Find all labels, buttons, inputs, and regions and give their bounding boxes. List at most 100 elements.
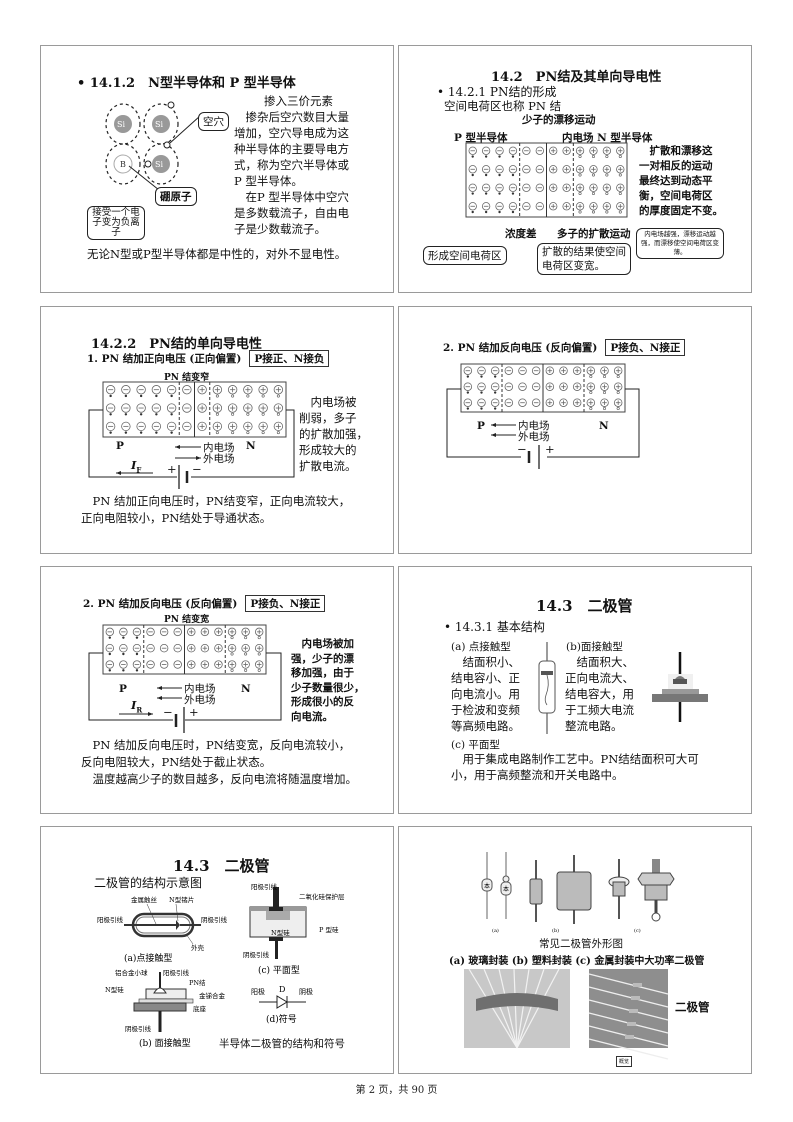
- bias-heading-row: 2. PN 结加反向电压 (反向偏置) P接负、N接正: [443, 339, 686, 356]
- positive-ion: [255, 643, 264, 653]
- bottom-text-1: PN 结加正向电压时，PN结变窄，正向电流较大，: [81, 494, 351, 508]
- negative-ion: [463, 398, 473, 407]
- positive-ion: [227, 403, 238, 413]
- positive-ion: [559, 382, 568, 391]
- label: PN结: [189, 978, 206, 987]
- label: 阳极: [251, 987, 265, 996]
- positive-ion: [214, 660, 223, 669]
- electron: [616, 375, 620, 379]
- positive-ion: [613, 366, 623, 375]
- negative-ion: [468, 202, 477, 211]
- positive-ion: [214, 627, 223, 637]
- negative-ion: [132, 643, 142, 653]
- label: P 型硅: [319, 925, 339, 934]
- electron: [244, 668, 248, 672]
- page-footer: 第 2 页，共 90 页: [355, 1085, 438, 1096]
- electron: [603, 391, 607, 395]
- electron: [618, 155, 622, 159]
- label: D: [279, 985, 285, 994]
- pkg-label: (c): [634, 927, 641, 934]
- negative-ion: [477, 382, 486, 391]
- positive-ion: [545, 366, 555, 375]
- electron: [605, 192, 609, 196]
- pn-junction-diagram: [102, 381, 287, 438]
- junction-contact-text: 结面积大、正向电流大、结电容大，用于工频大电流整流电路。: [565, 655, 634, 733]
- hole: [466, 391, 470, 394]
- positive-ion: [589, 202, 598, 211]
- bias-rule-box: P接负、N接正: [605, 339, 686, 356]
- hole: [170, 394, 173, 398]
- junction-contact-label: (b)面接触型: [566, 641, 623, 653]
- hole: [498, 210, 501, 214]
- positive-ion: [562, 146, 571, 155]
- electron: [261, 431, 265, 435]
- hole: [511, 192, 515, 195]
- planar-text-1: 用于集成电路制作工艺中。PN结结面积可大可: [451, 752, 699, 766]
- negative-ion: [535, 165, 544, 174]
- hole: [135, 652, 139, 656]
- positive-ion: [200, 627, 210, 637]
- electron: [603, 375, 607, 379]
- wide-label: PN 结变宽: [164, 615, 210, 625]
- positive-ion: [187, 660, 196, 669]
- hole: [484, 173, 488, 177]
- positive-ion: [227, 385, 238, 395]
- slide-reverse-bias: 2. PN 结加反向电压 (反向偏置) P接负、N接正 PN 结变宽 P N 内…: [40, 566, 394, 814]
- minus-sign: −: [192, 462, 202, 476]
- negative-ion: [535, 146, 544, 155]
- slide-title: 14.3 二极管: [536, 597, 633, 615]
- electron: [603, 407, 607, 411]
- positive-ion: [258, 385, 268, 395]
- negative-ion: [173, 643, 182, 653]
- electron: [605, 210, 609, 214]
- positive-ion: [243, 403, 253, 413]
- overview-button[interactable]: 概览: [616, 1056, 633, 1067]
- hole: [155, 413, 158, 416]
- right-text: 内电场被削弱，多子的扩散加强，形成较大的扩散电流。: [299, 395, 368, 473]
- electron: [244, 636, 248, 640]
- hole: [493, 375, 497, 378]
- label: 二氧化硅保护层: [299, 892, 345, 901]
- pn-junction-diagram: [460, 363, 626, 413]
- hole: [466, 375, 470, 378]
- negative-ion: [146, 643, 155, 653]
- slide-reverse-bias-brief: 2. PN 结加反向电压 (反向偏置) P接负、N接正 P N 内电场 外电场 …: [398, 306, 752, 554]
- hole: [466, 407, 470, 410]
- hole: [109, 431, 112, 434]
- positive-ion: [562, 183, 571, 192]
- electron: [230, 668, 234, 672]
- slide-subtitle: • 14.2.1 PN结的形成: [437, 85, 557, 99]
- inner-field-label: 内电场 N 型半导体: [562, 132, 653, 144]
- negative-ion: [132, 627, 142, 637]
- electron: [591, 210, 595, 214]
- negative-ion: [468, 183, 477, 192]
- negative-ion: [119, 660, 128, 669]
- caption: (b) 面接触型: [139, 1037, 191, 1049]
- positive-ion: [549, 146, 558, 155]
- hole: [493, 407, 497, 410]
- electron: [246, 394, 250, 398]
- negative-ion: [508, 165, 518, 174]
- electron: [261, 412, 265, 416]
- photo-label: 二极管: [675, 1000, 710, 1014]
- positive-ion: [214, 643, 223, 653]
- positive-ion: [227, 627, 237, 637]
- negative-ion: [468, 146, 477, 155]
- positive-ion: [227, 643, 237, 653]
- hole: [124, 394, 128, 398]
- electron: [578, 210, 582, 214]
- positive-ion: [241, 643, 250, 653]
- hole: [498, 155, 501, 158]
- negative-ion: [151, 403, 162, 413]
- positive-ion: [273, 421, 284, 432]
- hole: [511, 155, 515, 158]
- electron: [589, 391, 593, 395]
- positive-ion: [545, 382, 555, 391]
- hole: [139, 413, 143, 416]
- positive-ion: [586, 398, 596, 407]
- inner-field-label: 内电场: [518, 420, 550, 432]
- positive-ion: [212, 421, 223, 432]
- hole: [511, 173, 515, 177]
- negative-ion: [477, 366, 486, 375]
- bottom-text-1: PN 结加反向电压时，PN结变宽，反向电流较小，: [81, 738, 351, 752]
